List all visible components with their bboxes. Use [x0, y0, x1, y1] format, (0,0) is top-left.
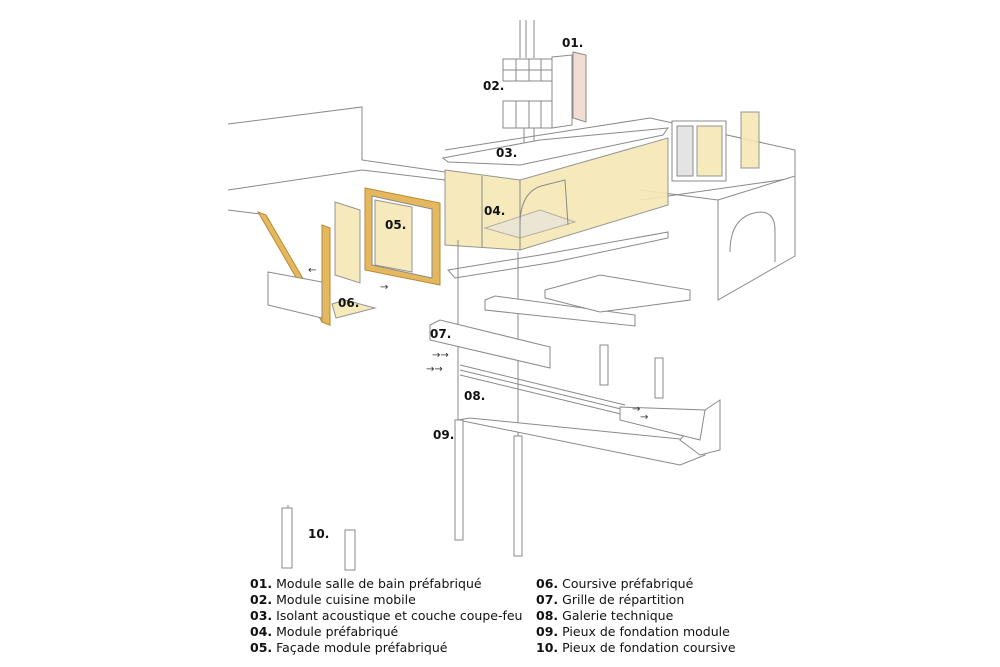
svg-text:→→: →→ — [426, 364, 443, 375]
legend-item: 01. Module salle de bain préfabriqué — [250, 576, 482, 591]
prefab-module — [444, 111, 760, 251]
distribution-grid — [429, 274, 691, 395]
svg-text:←: ← — [308, 265, 316, 276]
label-04: 04. — [484, 204, 505, 218]
legend-item: 02. Module cuisine mobile — [250, 592, 416, 607]
svg-text:→: → — [632, 404, 640, 415]
context-building — [227, 106, 796, 301]
svg-text:→: → — [380, 282, 388, 293]
legend-item: 05. Façade module préfabriqué — [250, 640, 448, 655]
label-06: 06. — [338, 296, 359, 310]
legend-item: 04. Module préfabriqué — [250, 624, 399, 639]
legend-item: 06. Coursive préfabriqué — [536, 576, 694, 591]
technical-gallery — [457, 364, 721, 466]
floor-slab — [447, 231, 669, 279]
legend-item: 08. Galerie technique — [536, 608, 674, 623]
legend-left: 01. Module salle de bain préfabriqué 02.… — [250, 576, 523, 656]
legend-item: 03. Isolant acoustique et couche coupe-f… — [250, 608, 523, 623]
label-02: 02. — [483, 79, 504, 93]
legend-item: 07. Grille de répartition — [536, 592, 685, 607]
label-01: 01. — [562, 36, 583, 50]
arrows: ←→ →→→→ →→ — [308, 265, 648, 423]
legend-item: 10. Pieux de fondation coursive — [536, 640, 736, 655]
label-07: 07. — [430, 327, 451, 341]
kitchen-module — [502, 58, 553, 145]
acoustic-layer — [441, 127, 670, 166]
facade-module — [256, 187, 441, 326]
svg-text:→: → — [640, 412, 648, 423]
legend-item: 09. Pieux de fondation module — [536, 624, 730, 639]
label-03: 03. — [496, 146, 517, 160]
label-08: 08. — [464, 389, 485, 403]
legend-right: 06. Coursive préfabriqué 07. Grille de r… — [536, 576, 736, 656]
label-09: 09. — [433, 428, 454, 442]
label-05: 05. — [385, 218, 406, 232]
svg-text:→→: →→ — [432, 350, 449, 361]
foundation-piles — [281, 344, 664, 571]
label-10: 10. — [308, 527, 329, 541]
